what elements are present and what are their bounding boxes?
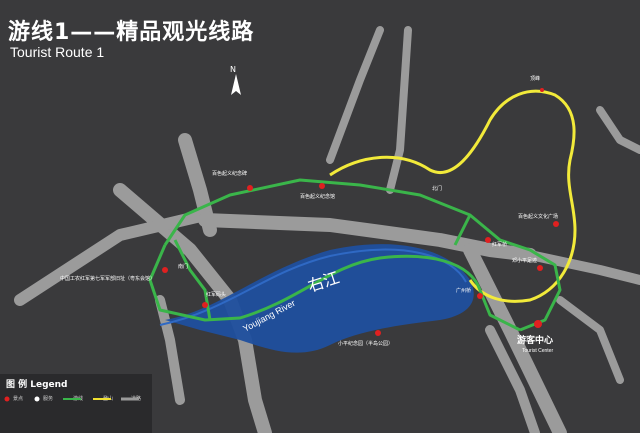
label-park: 小平纪念园（半岛公园）	[338, 340, 393, 347]
label-red-army-bridge: 红军桥	[492, 241, 507, 248]
label-square: 百色起义文化广场	[518, 213, 558, 220]
legend-title: 图 例 Legend	[6, 380, 68, 390]
poi-museum	[162, 267, 168, 273]
poi-markers	[162, 88, 559, 336]
poi-pavilion	[202, 302, 208, 308]
road-right-upper	[596, 106, 640, 154]
compass-north-label: N	[230, 65, 236, 74]
label-visitor-center: 游客中心	[517, 334, 553, 346]
compass-icon: N	[230, 65, 241, 95]
legend-label-service: 服务	[42, 396, 53, 402]
label-hall: 百色起义纪念馆	[300, 193, 335, 200]
road-network	[14, 26, 640, 433]
road-east	[463, 243, 567, 433]
poi-xiaoping	[537, 265, 543, 271]
poi-square	[553, 221, 559, 227]
legend-item-poi: 景点	[2, 396, 34, 402]
label-guangzhou-bridge: 广州桥	[456, 287, 471, 294]
label-south-gate: 南门	[178, 263, 188, 270]
label-north-gate: 北门	[432, 185, 442, 192]
road-east-2	[525, 250, 640, 285]
legend-item-hiking: 登山	[92, 396, 124, 402]
legend-item-road: 道路	[120, 396, 152, 402]
route-line-icon	[63, 398, 81, 400]
poi-visitor-center	[534, 320, 542, 328]
label-visitor-center-en: Tourist Center	[522, 348, 553, 354]
service-dot-icon	[34, 396, 40, 402]
hiking-line-icon	[93, 398, 111, 400]
label-xiaoping: 邓小平足迹	[512, 257, 537, 264]
label-peak: 顶峰	[530, 75, 540, 82]
label-museum: 中国工农红军第七军军部旧址（粤东会馆）	[60, 275, 155, 282]
hiking-trail	[329, 89, 577, 303]
legend-panel: 图 例 Legend 景点 服务 游线 登山 道路	[0, 374, 152, 433]
legend-item-route: 游线	[62, 396, 94, 402]
map-subtitle: Tourist Route 1	[10, 44, 105, 60]
road-ring	[556, 296, 624, 384]
poi-park	[375, 330, 381, 336]
poi-monument	[247, 185, 253, 191]
poi-guangzhou-bridge	[477, 293, 483, 299]
label-monument: 百色起义纪念碑	[212, 170, 247, 177]
label-pavilion: 红军码头	[206, 291, 226, 298]
poi-dot-icon	[4, 396, 10, 402]
road-upper-left	[14, 209, 211, 306]
map-title: 游线1——精品观光线路	[8, 20, 255, 45]
road-line-icon	[121, 397, 139, 401]
road-central	[198, 213, 537, 262]
road-bottom-left	[155, 295, 185, 405]
river	[165, 244, 474, 353]
legend-item-service: 服务	[32, 396, 64, 402]
poi-hall	[319, 183, 325, 189]
road-north-2	[386, 26, 412, 194]
poi-red-army-bridge	[485, 237, 491, 243]
legend-label-poi: 景点	[12, 396, 23, 402]
road-south	[485, 325, 540, 433]
poi-peak	[540, 88, 544, 92]
road-north-1	[326, 26, 384, 164]
